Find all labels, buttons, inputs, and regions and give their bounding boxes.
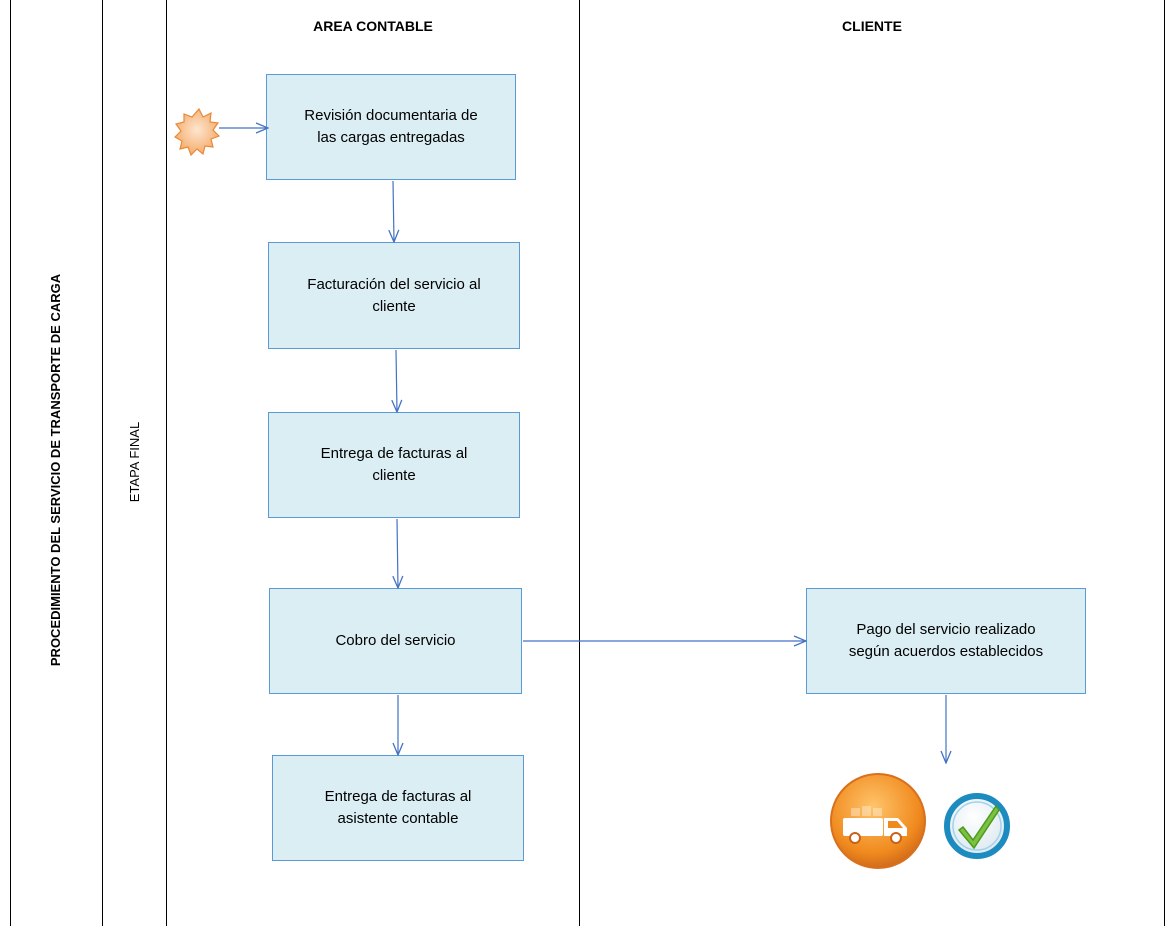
lane-header-cliente: CLIENTE — [842, 18, 902, 34]
start-burst-icon — [174, 107, 221, 157]
step-cobro: Cobro del servicio — [269, 588, 522, 694]
step-facturacion: Facturación del servicio al cliente — [268, 242, 520, 349]
lane-header-area-contable: AREA CONTABLE — [313, 18, 433, 34]
checkmark-icon — [944, 793, 1010, 859]
arrow-entrega-to-cobro — [397, 518, 398, 588]
step-entrega-facturas-asistente: Entrega de facturas al asistente contabl… — [272, 755, 524, 861]
arrow-revision-to-facturacion — [393, 180, 394, 242]
divider-stage-area — [166, 0, 167, 926]
divider-area-cliente — [579, 0, 580, 926]
delivery-truck-icon — [830, 773, 926, 869]
divider-title-stage — [102, 0, 103, 926]
divider-left — [10, 0, 11, 926]
arrow-facturacion-to-entrega — [396, 349, 397, 412]
step-revision-documentaria: Revisión documentaria de las cargas entr… — [266, 74, 516, 180]
step-pago-servicio: Pago del servicio realizado según acuerd… — [806, 588, 1086, 694]
step-entrega-facturas-cliente: Entrega de facturas al cliente — [268, 412, 520, 518]
divider-right — [1164, 0, 1165, 926]
